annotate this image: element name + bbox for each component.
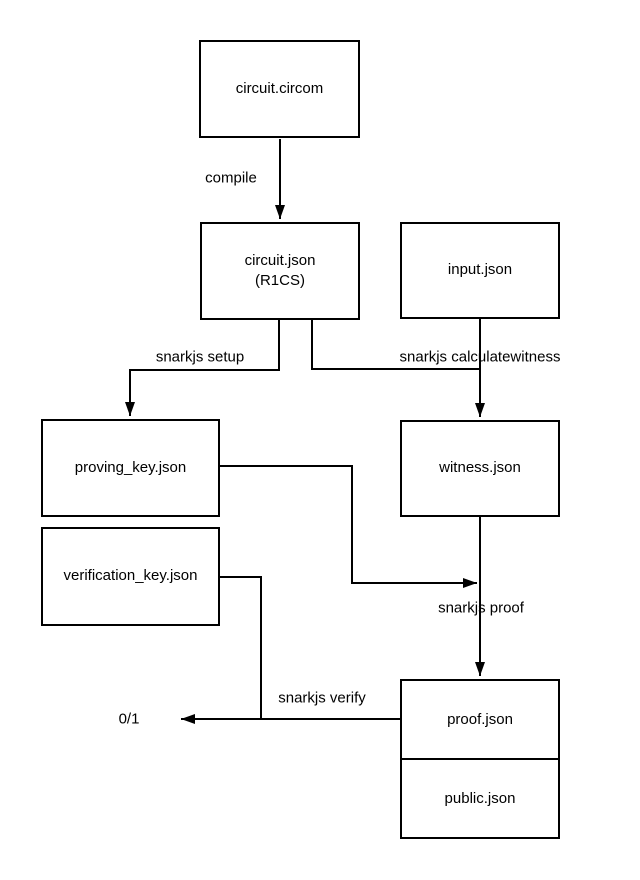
edge-label-proof: snarkjs proof bbox=[438, 599, 524, 617]
node-witness: witness.json bbox=[400, 420, 560, 517]
node-circuit-json: circuit.json (R1CS) bbox=[200, 222, 360, 320]
edge-label-setup: snarkjs setup bbox=[155, 348, 245, 366]
node-input-json: input.json bbox=[400, 222, 560, 319]
result-label: 0/1 bbox=[118, 710, 140, 728]
node-public: public.json bbox=[402, 758, 558, 837]
edge-provingkey-join-arrow bbox=[220, 465, 477, 588]
node-verification-key: verification_key.json bbox=[41, 527, 220, 626]
node-proving-key: proving_key.json bbox=[41, 419, 220, 517]
node-input-json-label: input.json bbox=[447, 261, 513, 279]
node-proof: proof.json bbox=[402, 681, 558, 758]
node-circuit-circom-label: circuit.circom bbox=[235, 79, 324, 97]
edge-verificationkey-join bbox=[220, 576, 262, 719]
edge-label-verify: snarkjs verify bbox=[278, 689, 366, 707]
node-proving-key-label: proving_key.json bbox=[74, 458, 187, 476]
node-circuit-json-sublabel: (R1CS) bbox=[254, 272, 305, 289]
edge-label-compile: compile bbox=[205, 169, 257, 187]
node-proof-public-stack: proof.json public.json bbox=[400, 679, 560, 839]
node-verification-key-label: verification_key.json bbox=[63, 567, 198, 585]
node-public-label: public.json bbox=[444, 790, 516, 807]
edge-label-calculatewitness: snarkjs calculatewitness bbox=[399, 348, 561, 366]
node-witness-label: witness.json bbox=[439, 459, 521, 477]
edge-calculatewitness-branch bbox=[311, 319, 479, 370]
node-proof-label: proof.json bbox=[447, 711, 513, 728]
node-circuit-circom: circuit.circom bbox=[199, 40, 360, 138]
edge-setup-arrow bbox=[125, 319, 280, 416]
node-circuit-json-label: circuit.json bbox=[244, 251, 316, 269]
